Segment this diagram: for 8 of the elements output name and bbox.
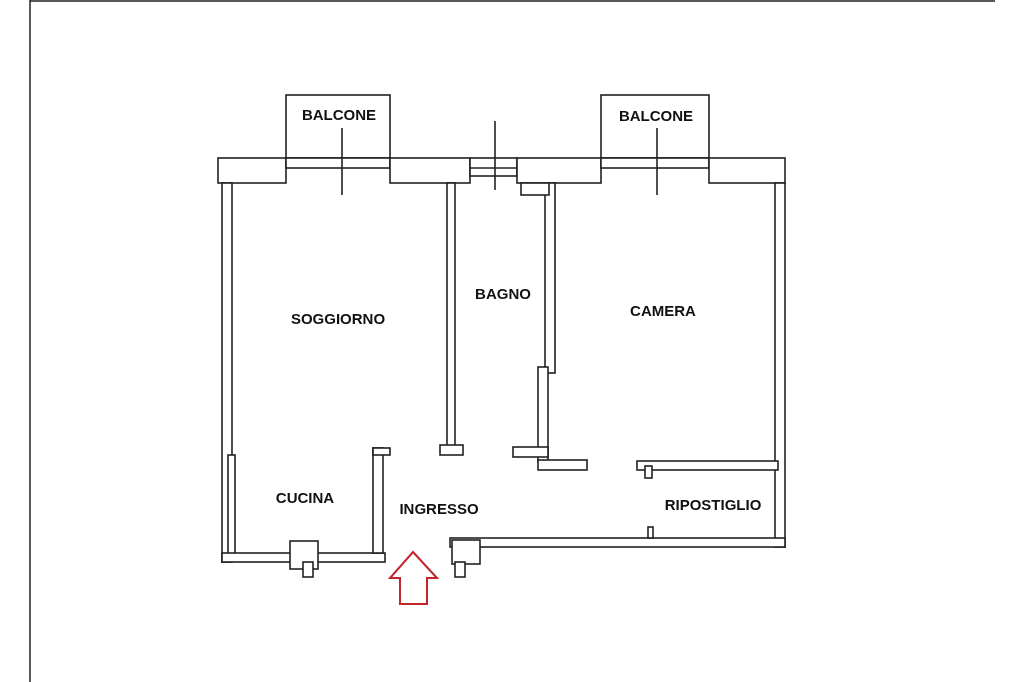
room-label: BALCONE <box>618 107 694 123</box>
room-label: BALCONE <box>301 106 377 122</box>
room-label: CAMERA <box>630 302 696 318</box>
room-label: BAGNO <box>475 285 531 301</box>
room-label: RIPOSTIGLIO <box>664 496 762 512</box>
room-label: SOGGIORNO <box>290 310 386 326</box>
room-label: INGRESSO <box>399 500 479 516</box>
room-label: CUCINA <box>275 489 335 505</box>
